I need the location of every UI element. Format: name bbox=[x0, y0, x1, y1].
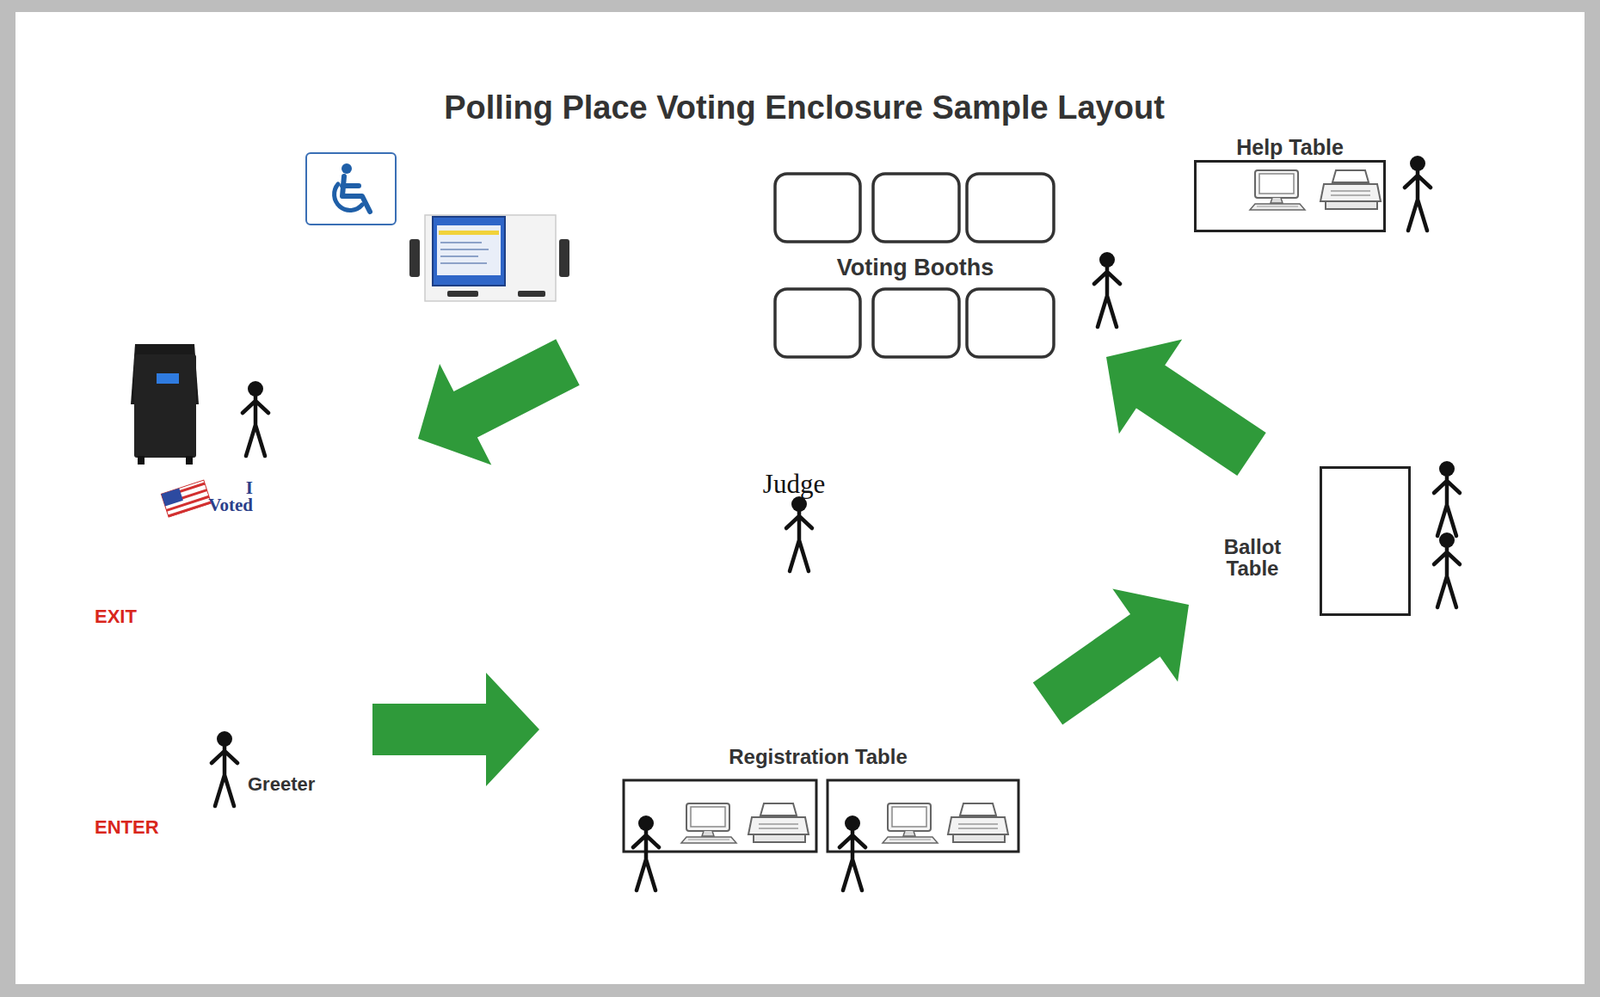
role-label: Greeter bbox=[247, 773, 315, 796]
flow-arrow bbox=[372, 672, 540, 787]
area-label: Voting Booths bbox=[836, 254, 994, 282]
registration-desk bbox=[623, 780, 1019, 852]
area-label: Registration Table bbox=[728, 744, 908, 770]
ballot-tabulator bbox=[130, 344, 199, 465]
computer-icon bbox=[882, 803, 938, 844]
diagram-title: Polling Place Voting Enclosure Sample La… bbox=[443, 89, 1165, 127]
flow-arrow bbox=[418, 338, 580, 465]
door-label: EXIT bbox=[94, 605, 137, 628]
flow-arrow bbox=[1033, 589, 1189, 726]
ballot-marking-device bbox=[409, 215, 570, 302]
printer-icon bbox=[748, 803, 809, 843]
page-ground bbox=[15, 12, 1585, 985]
door-label: ENTER bbox=[94, 816, 160, 839]
printer-icon bbox=[1320, 170, 1381, 210]
table-label: Ballot Table bbox=[1209, 535, 1296, 579]
person-figure bbox=[211, 155, 1460, 891]
flow-arrow bbox=[1106, 339, 1267, 476]
computer-icon bbox=[681, 803, 737, 844]
table-outline bbox=[1319, 466, 1411, 616]
voting-booth bbox=[775, 173, 1054, 357]
table-outline bbox=[1193, 160, 1386, 233]
flag-sticker bbox=[160, 480, 211, 517]
table-label: Help Table bbox=[1236, 135, 1344, 159]
printer-icon bbox=[947, 803, 1009, 843]
sticker-text: I Voted bbox=[197, 480, 253, 515]
role-label: Judge bbox=[763, 468, 825, 500]
accessibility-sign bbox=[306, 153, 396, 225]
computer-icon bbox=[1249, 170, 1305, 210]
